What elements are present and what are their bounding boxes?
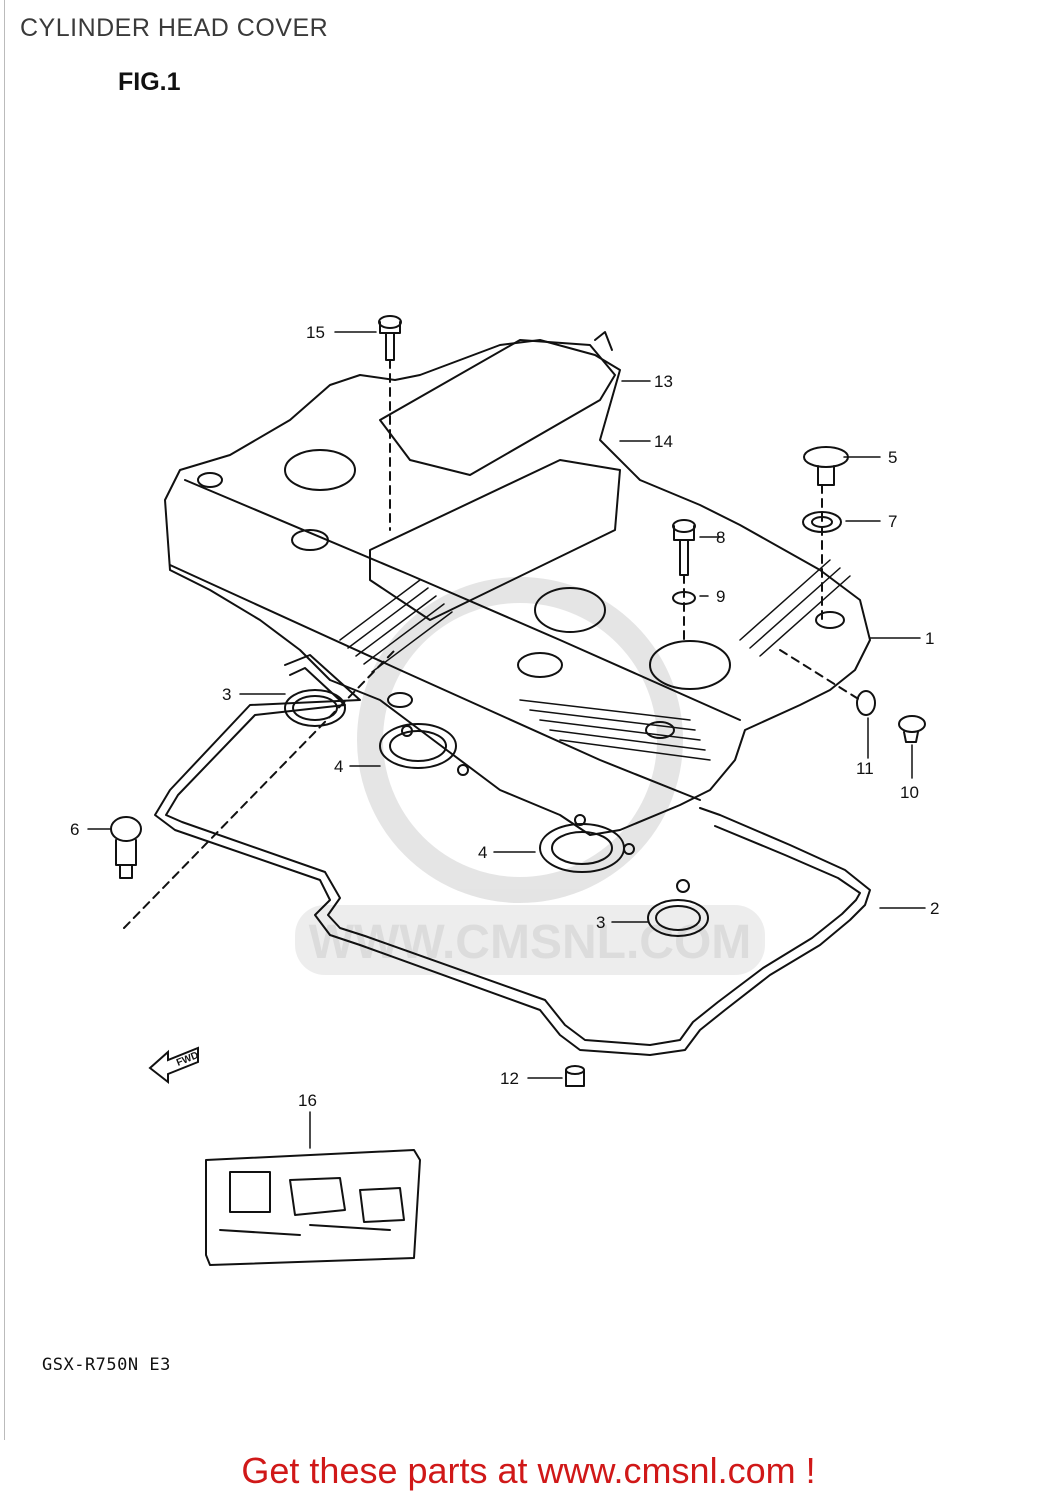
callout-16: 16 [298,1091,317,1110]
callout-14: 14 [654,432,673,451]
callout-11: 11 [856,759,874,778]
washer-11 [856,690,876,716]
assembly-guide-line-5 [779,649,861,701]
page-title: CYLINDER HEAD COVER [20,14,329,42]
gasket-set-16 [205,1149,421,1266]
figure-label: FIG.1 [118,68,181,96]
page-border [4,0,5,1440]
callout-7: 7 [888,512,897,531]
callout-12: 12 [500,1069,519,1088]
callout-15: 15 [306,323,325,342]
plug-hole-2 [534,587,606,633]
callout-5: 5 [888,448,897,467]
plug-hole-5 [284,449,356,491]
model-code: GSX-R750N E3 [42,1355,171,1375]
callout-9: 9 [716,587,725,606]
callout-8: 8 [716,528,725,547]
head-cover-body [164,339,871,836]
breather-gasket [369,459,621,621]
bolt-boss-2 [645,721,675,739]
ring-4-lower [539,814,635,873]
callout-10: 10 [900,783,919,802]
callout-3-upper: 3 [222,685,231,704]
bolt-boss-1 [815,611,845,629]
bolt-6 [110,816,142,879]
dowel-12 [565,1065,585,1087]
callout-4-upper: 4 [334,757,343,776]
assembly-guide-line [123,649,396,929]
cover-top-ridge [184,479,741,721]
callout-3-lower: 3 [596,913,605,932]
bolt-15 [378,315,402,361]
cooling-fins [339,559,851,761]
cover-side-edge [169,564,701,801]
callout-6: 6 [70,820,79,839]
callout-numbers: 1 2 3 3 4 4 5 6 7 8 9 10 11 12 13 14 15 … [70,323,939,1110]
bolt-boss-3 [197,472,223,488]
gasket-outline [154,654,871,1056]
forward-arrow-icon: FWD [148,1046,200,1085]
gasket-outline-inner [165,667,861,1046]
callout-1: 1 [925,629,934,648]
callout-4-lower: 4 [478,843,487,862]
breather-pipe [594,331,613,351]
ring-3-upper [284,689,346,727]
callout-13: 13 [654,372,673,391]
leader-lines [87,331,926,1149]
callout-2: 2 [930,899,939,918]
ring-4-upper [379,723,469,776]
bolt-8 [672,519,696,576]
breather-cover [379,339,616,476]
cms-watermark: WWW.CMSNL.COM [295,577,765,975]
ring-3-lower [647,879,709,937]
footer-link-text[interactable]: Get these parts at www.cmsnl.com ! [241,1450,816,1491]
plug-hole-3 [517,652,563,678]
plug-hole-4 [649,640,731,690]
watermark-text: WWW.CMSNL.COM [309,916,752,969]
plug-5 [803,446,849,486]
bolt-boss-4 [387,692,413,708]
plug-hole-1 [291,529,329,551]
bolt-10 [898,715,926,743]
